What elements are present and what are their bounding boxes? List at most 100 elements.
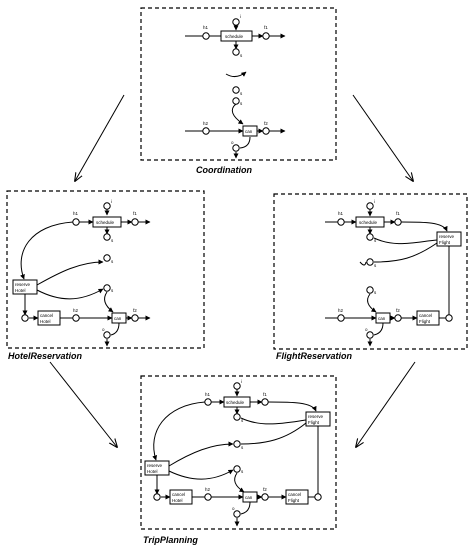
- trip-place-label-s: s: [241, 418, 244, 423]
- flight-place-s-2: [366, 258, 374, 266]
- flight-place-f2: [394, 314, 402, 322]
- trip-place-h1: [204, 398, 212, 406]
- hotel-place-label-s-2: s: [111, 259, 114, 264]
- trip-place-label-h1: h1: [205, 392, 211, 397]
- flight-place-o: [366, 331, 374, 339]
- trip-place-f2: [261, 493, 269, 501]
- trip-planning-net: TripPlanning h1 f1 i s schedule reserve …: [140, 375, 337, 545]
- trip-transition-label-reserve-flight: Flight: [308, 420, 320, 425]
- trip-transition-label-reserve-2: reserve: [147, 463, 163, 468]
- place-h1: [202, 32, 210, 40]
- place-label-f2: f2: [264, 121, 268, 126]
- arrow-coordination-to-hotel: [75, 94, 125, 181]
- hotel-transition-label-schedule: schedule: [96, 220, 115, 225]
- place-label-i: i: [240, 14, 241, 19]
- transition-can: [242, 125, 258, 137]
- trip-place-label-i: i: [241, 379, 242, 384]
- flight-transition-label-schedule: schedule: [359, 220, 378, 225]
- hotel-place-left: [21, 314, 29, 322]
- hotel-place-label-i: i: [111, 199, 112, 204]
- trip-title: TripPlanning: [143, 535, 198, 545]
- flight-place-h1: [337, 218, 345, 226]
- flight-place-right: [445, 314, 453, 322]
- coordination-frame: [140, 7, 337, 161]
- flight-title: FlightReservation: [276, 351, 353, 361]
- transition-label-schedule: schedule: [225, 34, 244, 39]
- trip-transition-label-cancel-flight: Flight: [288, 498, 300, 503]
- hotel-title: HotelReservation: [8, 351, 83, 361]
- flight-frame: [273, 193, 468, 350]
- hotel-reservation-net: HotelReservation h1 f1 i s schedule rese…: [6, 190, 205, 361]
- coordination-net: Coordination h1 f1 i s schedule s s h2 f…: [140, 7, 337, 175]
- hotel-transition-label-reserve-hotel: Hotel: [15, 288, 26, 293]
- place-label-f1: f1: [264, 25, 268, 30]
- flight-place-label-f2: f2: [396, 308, 400, 313]
- hotel-place-s: [103, 233, 111, 241]
- place-label-s-3: s: [240, 101, 243, 106]
- trip-place-label-s-3: s: [241, 469, 244, 474]
- trip-place-label-f1: f1: [263, 392, 267, 397]
- hotel-place-h1: [72, 218, 80, 226]
- trip-place-label-h2: h2: [205, 487, 211, 492]
- flight-place-s: [366, 233, 374, 241]
- trip-place-label-f2: f2: [263, 487, 267, 492]
- trip-transition-label-reserve-hotel: Hotel: [147, 469, 158, 474]
- hotel-place-label-s-3: s: [111, 288, 114, 293]
- trip-place-i: [233, 382, 241, 390]
- flight-place-label-i: i: [374, 199, 375, 204]
- hotel-place-label-o: o: [102, 327, 105, 332]
- flight-place-i: [366, 202, 374, 210]
- place-f2: [262, 127, 270, 135]
- trip-transition-schedule: [223, 396, 251, 408]
- flight-place-f1: [394, 218, 402, 226]
- place-label-s-2: s: [240, 91, 243, 96]
- arrow-hotel-to-trip: [49, 361, 117, 447]
- trip-place-label-s-2: s: [241, 445, 244, 450]
- coordination-title: Coordination: [196, 165, 252, 175]
- flight-place-label-o: o: [365, 327, 368, 332]
- place-i: [232, 18, 240, 26]
- flight-transition-schedule: [355, 216, 385, 228]
- trip-frame: [140, 375, 337, 530]
- flight-transition-label-cancel-flight: Flight: [419, 319, 431, 324]
- flight-place-label-h1: h1: [338, 211, 344, 216]
- trip-place-h2: [204, 493, 212, 501]
- flight-place-label-s-2: s: [374, 263, 377, 268]
- hotel-transition-label-cancel: cancel: [40, 313, 53, 318]
- trip-transition-label-cancel: cancel: [172, 492, 185, 497]
- trip-place-o: [233, 510, 241, 518]
- place-s-2: [232, 86, 240, 94]
- trip-place-s: [233, 413, 241, 421]
- place-s-3: [232, 97, 240, 105]
- place-label-h1: h1: [203, 25, 209, 30]
- arrow-coordination-to-flight: [352, 94, 413, 181]
- hotel-transition-label-cancel-hotel: Hotel: [40, 319, 51, 324]
- hotel-place-label-f1: f1: [133, 211, 137, 216]
- hotel-frame: [6, 190, 205, 349]
- place-label-h2: h2: [203, 121, 209, 126]
- transition-label-can: can: [245, 129, 253, 134]
- trip-place-s-2: [233, 440, 241, 448]
- flight-transition-label-can: can: [378, 316, 386, 321]
- place-label-o: o: [231, 140, 234, 145]
- flight-place-label-f1: f1: [396, 211, 400, 216]
- trip-transition-label-cancel-2: cancel: [288, 492, 301, 497]
- hotel-place-label-h2: h2: [73, 308, 79, 313]
- trip-transition-label-reserve: reserve: [308, 414, 324, 419]
- hotel-place-f2: [131, 314, 139, 322]
- trip-place-f1: [261, 398, 269, 406]
- flight-place-label-s-3: s: [374, 290, 377, 295]
- flight-place-s-3: [366, 286, 374, 294]
- flight-transition-label-reserve-flight: Flight: [439, 240, 451, 245]
- flight-place-h2: [337, 314, 345, 322]
- place-f1: [262, 32, 270, 40]
- flight-transition-label-reserve: reserve: [439, 234, 455, 239]
- place-o: [232, 144, 240, 152]
- hotel-place-s-3: [103, 284, 111, 292]
- hotel-place-label-s: s: [111, 238, 114, 243]
- arrow-flight-to-trip: [356, 361, 416, 447]
- hotel-transition-label-reserve: reserve: [15, 282, 31, 287]
- trip-place-s-3: [233, 465, 241, 473]
- hotel-transition-label-can: can: [114, 316, 122, 321]
- place-label-s: s: [240, 53, 243, 58]
